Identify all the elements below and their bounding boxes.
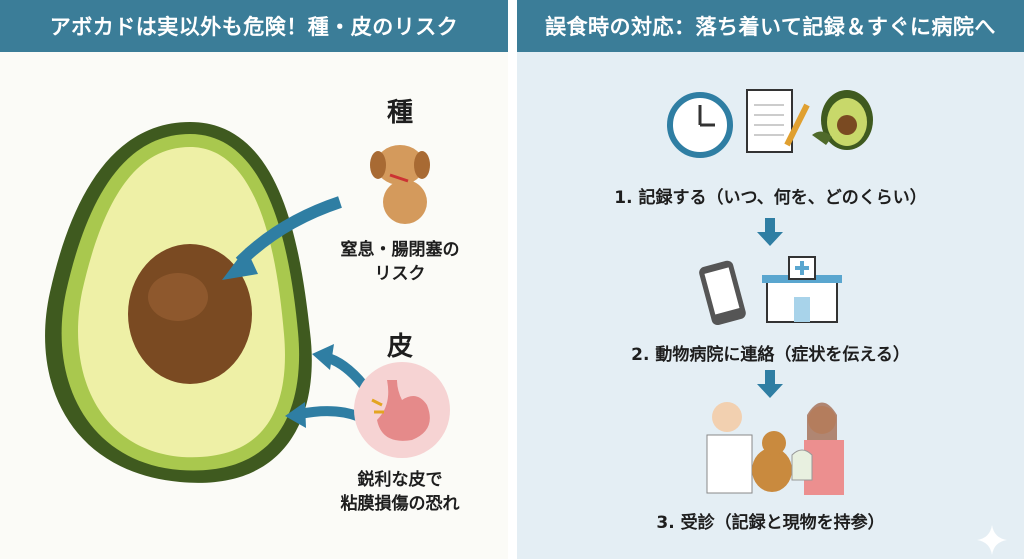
down-arrow-1: [757, 218, 783, 246]
left-panel-title: アボカドは実以外も危険！種・皮のリスク: [0, 0, 508, 52]
skin-label: 皮: [386, 332, 413, 362]
seed-arrow: [235, 196, 342, 267]
skin-risk-line1: 鋭利な皮で: [357, 470, 443, 490]
skin-risk-text: 鋭利な皮で粘膜損傷の恐れ: [330, 468, 470, 516]
seed-risk-line2: リスク: [374, 264, 426, 284]
response-steps-panel: 誤食時の対応：落ち着いて記録＆すぐに病院へ 1. 記録する（いつ、何を、どのくら…: [517, 0, 1024, 559]
choking-dog-icon: [370, 145, 430, 224]
stomach-icon: [354, 362, 450, 458]
seed-label: 種: [386, 98, 413, 128]
step-3-visit-vet: 3. 受診（記録と現物を持参）: [656, 513, 885, 533]
avocado-pieces-icon: [812, 90, 873, 150]
seed-risk-line1: 窒息・腸閉塞の: [340, 240, 460, 260]
skin-arrow-lower: [299, 406, 362, 422]
vet-visit-illustration: [706, 402, 844, 495]
down-arrow-2: [757, 370, 783, 398]
clock-icon: [667, 92, 733, 158]
skin-risk-line2: 粘膜損傷の恐れ: [340, 494, 460, 514]
right-panel-title: 誤食時の対応：落ち着いて記録＆すぐに病院へ: [517, 0, 1024, 52]
phone-icon: [699, 260, 746, 326]
seed-risk-text: 窒息・腸閉塞のリスク: [330, 238, 470, 286]
sparkle-icon: [977, 525, 1007, 555]
hospital-icon: [762, 256, 842, 323]
step-1-record: 1. 記録する（いつ、何を、どのくらい）: [614, 188, 927, 208]
avocado-illustration: [45, 122, 369, 483]
step-2-contact-vet: 2. 動物病院に連絡（症状を伝える）: [631, 345, 910, 365]
notepad-pencil-icon: [746, 89, 810, 153]
seed-skin-risk-panel: アボカドは実以外も危険！種・皮のリスク 種 窒息・腸閉塞のリスク 皮 鋭利な皮で…: [0, 0, 508, 559]
